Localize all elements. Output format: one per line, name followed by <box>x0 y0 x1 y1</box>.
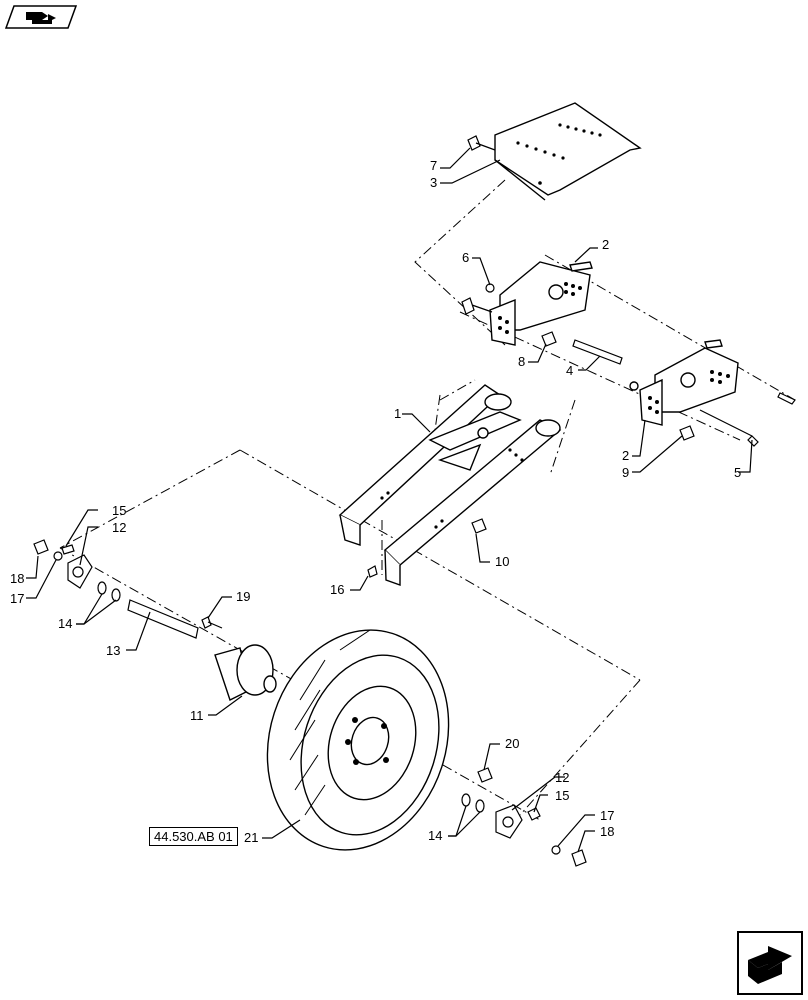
callout-10: 10 <box>495 554 509 569</box>
previous-page-icon[interactable] <box>4 4 78 30</box>
callout-8: 8 <box>518 354 525 369</box>
bolt-left <box>461 297 493 315</box>
callout-14a: 14 <box>58 616 72 631</box>
callout-21: 21 <box>244 830 258 845</box>
washers-14-left <box>97 581 121 602</box>
callout-labels: 1 2 2 3 4 5 6 7 8 9 10 11 12 12 13 14 14… <box>10 158 741 845</box>
callout-19: 19 <box>236 589 250 604</box>
nut-20 <box>477 767 493 783</box>
callout-9: 9 <box>622 465 629 480</box>
axle-13 <box>127 599 199 639</box>
next-page-icon[interactable] <box>736 930 804 996</box>
callout-18b: 18 <box>600 824 614 839</box>
callout-5: 5 <box>734 465 741 480</box>
washers-14-right <box>461 793 485 813</box>
wheel-21 <box>266 629 450 851</box>
arm-frame <box>338 384 562 586</box>
reference-link[interactable]: 44.530.AB 01 <box>149 827 238 846</box>
callout-2b: 2 <box>622 448 629 463</box>
nut-6 <box>485 283 495 293</box>
bolt-9 <box>679 425 695 441</box>
pin-4 <box>572 339 623 365</box>
long-bolt <box>699 409 759 447</box>
bracket-right <box>629 339 739 426</box>
grease-fitting-16 <box>367 565 378 578</box>
callout-15b: 15 <box>555 788 569 803</box>
callout-20: 20 <box>505 736 519 751</box>
bolt-7 <box>467 135 496 151</box>
callout-3: 3 <box>430 175 437 190</box>
hub-11 <box>214 644 277 701</box>
callout-6: 6 <box>462 250 469 265</box>
long-bolt-right <box>777 392 796 405</box>
leader-lines <box>26 147 753 853</box>
callout-1: 1 <box>394 406 401 421</box>
callout-12a: 12 <box>112 520 126 535</box>
bracket-left <box>489 261 593 346</box>
nut-8 <box>541 331 557 347</box>
right-bearing-assembly <box>495 804 587 867</box>
callout-2a: 2 <box>602 237 609 252</box>
callout-4: 4 <box>566 363 573 378</box>
callout-17b: 17 <box>600 808 614 823</box>
callout-15a: 15 <box>112 503 126 518</box>
callout-14b: 14 <box>428 828 442 843</box>
nut-10 <box>471 518 487 534</box>
top-plate <box>494 102 642 201</box>
bolt-19 <box>201 616 223 629</box>
callout-13: 13 <box>106 643 120 658</box>
callout-16: 16 <box>330 582 344 597</box>
callout-18a: 18 <box>10 571 24 586</box>
callout-11: 11 <box>190 708 204 723</box>
callout-17a: 17 <box>10 591 24 606</box>
callout-7: 7 <box>430 158 437 173</box>
callout-12b: 12 <box>555 770 569 785</box>
